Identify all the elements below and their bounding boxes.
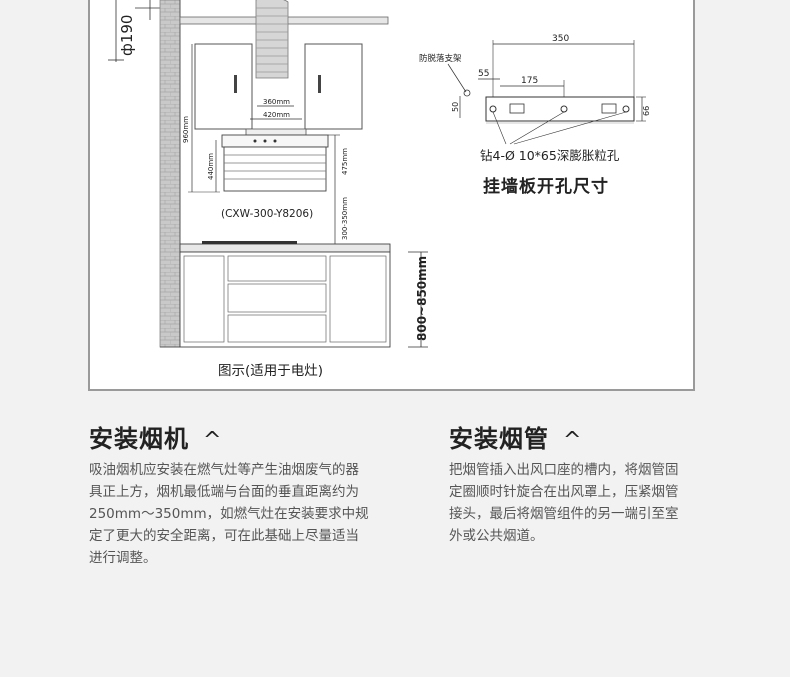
install-hood-caret-icon[interactable]: ^: [203, 428, 223, 453]
dim-360-label: 360mm: [263, 98, 290, 106]
install-pipe-body: 把烟管插入出风口座的槽内，将烟管固 定圈顺时针旋合在出风罩上，压紧烟管 接头，最…: [449, 462, 679, 544]
wall-plate-detail: 防脱落支架 350 55 175 50 66: [419, 34, 651, 197]
pipe-diameter-label: ф190: [118, 15, 136, 56]
diagram-panel: ф190 360mm 420mm: [88, 0, 695, 391]
install-hood-title: 安装烟机 ^: [89, 419, 222, 454]
dim-300-350-label: 300-350mm: [341, 197, 349, 240]
dim-50-label: 50: [451, 102, 460, 112]
dim-960-label: 960mm: [182, 116, 190, 143]
pipe-diameter-dimension: ф190: [108, 0, 160, 62]
dim-66-label: 66: [642, 106, 651, 116]
dim-175-label: 175: [521, 76, 538, 86]
dim-800-850-label: 800~850mm: [415, 256, 429, 341]
dim-420-label: 420mm: [263, 111, 290, 119]
upper-cabinet-left: [194, 43, 253, 130]
base-cabinet: [179, 241, 391, 348]
brick-wall: [159, 0, 181, 348]
install-pipe-title: 安装烟管 ^: [449, 419, 582, 454]
range-hood: [221, 128, 329, 192]
plate-title: 挂墙板开孔尺寸: [483, 176, 609, 197]
diagram-caption: 图示(适用于电灶): [218, 363, 323, 379]
drill-note: 钻4-Ø 10*65深膨胀粒孔: [480, 148, 620, 163]
bracket-label: 防脱落支架: [419, 53, 462, 64]
install-pipe-caret-icon[interactable]: ^: [563, 428, 583, 453]
install-hood-title-text: 安装烟机: [89, 425, 189, 453]
upper-cabinet-right: [304, 43, 363, 130]
dim-55-label: 55: [478, 69, 489, 79]
dim-440-label: 440mm: [207, 153, 215, 180]
install-hood-body: 吸油烟机应安装在燃气灶等产生油烟废气的器 具正上方，烟机最低端与台面的垂直距离约…: [89, 462, 369, 566]
installation-diagram: ф190 360mm 420mm: [108, 0, 651, 379]
dim-350-label: 350: [552, 34, 569, 44]
model-label: (CXW-300-Y8206): [221, 208, 313, 220]
install-pipe-title-text: 安装烟管: [449, 425, 549, 453]
flexible-duct: [255, 0, 289, 79]
dim-475-label: 475mm: [341, 148, 349, 175]
